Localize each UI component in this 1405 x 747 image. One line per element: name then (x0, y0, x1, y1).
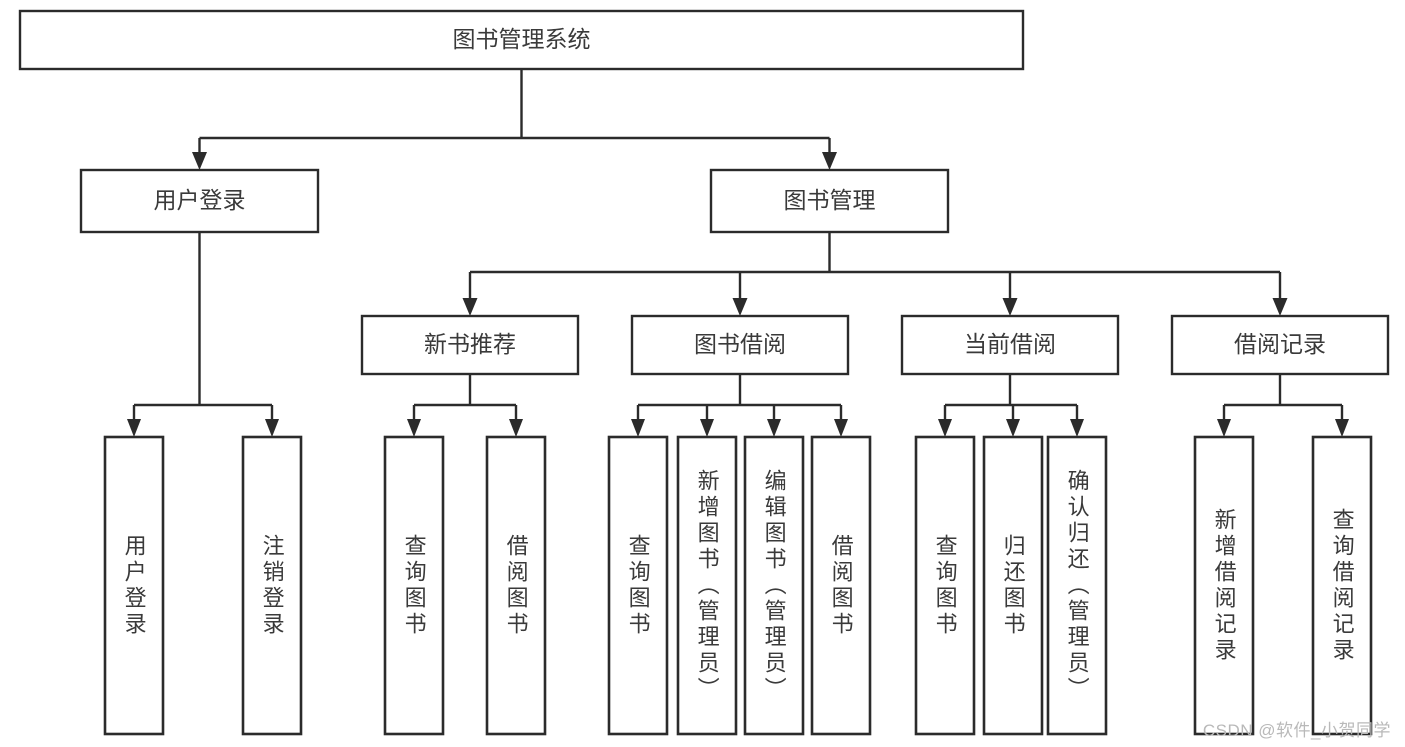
leaf-borrow-book-box[interactable] (810, 435, 872, 736)
node-leaf-user-login[interactable]: 用户登录 (103, 435, 165, 736)
leaf-query-book-borrow-text: 查询图书 (625, 533, 651, 638)
leaf-query-book-current-box[interactable] (914, 435, 976, 736)
arrowhead-user-login (192, 152, 207, 170)
node-leaf-query-book-rec[interactable]: 查询图书 (383, 435, 445, 736)
leaf-add-borrow-record-box[interactable] (1193, 435, 1255, 736)
leaf-confirm-return-admin-text: 确认归还（管理员） (1064, 468, 1090, 703)
leaf-borrow-book-text: 借阅图书 (828, 533, 854, 638)
node-leaf-add-book-admin[interactable]: 新增图书（管理员） (676, 435, 738, 736)
user-login-label: 用户登录 (154, 187, 246, 213)
leaf-confirm-return-admin-box[interactable] (1046, 435, 1108, 736)
node-leaf-edit-book-admin[interactable]: 编辑图书（管理员） (743, 435, 805, 736)
leaf-add-borrow-record-text: 新增借阅记录 (1211, 507, 1237, 664)
arrowhead-leaf-return-book (1006, 419, 1020, 437)
node-book-manage[interactable]: 图书管理 (709, 168, 950, 234)
arrowhead-book-borrow (732, 298, 748, 316)
leaf-user-login-box[interactable] (103, 435, 165, 736)
new-book-recommend-box[interactable] (360, 314, 580, 376)
book-manage-label: 图书管理 (784, 187, 876, 213)
arrowhead-current-borrow (1002, 298, 1018, 316)
arrowhead-leaf-add-borrow-record (1217, 419, 1231, 437)
borrow-record-box[interactable] (1170, 314, 1390, 376)
node-current-borrow[interactable]: 当前借阅 (900, 314, 1120, 376)
node-leaf-add-borrow-record[interactable]: 新增借阅记录 (1193, 435, 1255, 736)
leaf-edit-book-admin-text: 编辑图书（管理员） (761, 468, 787, 703)
arrowhead-new-book-recommend (462, 298, 478, 316)
node-new-book-recommend[interactable]: 新书推荐 (360, 314, 580, 376)
leaf-return-book-box[interactable] (982, 435, 1044, 736)
arrowhead-leaf-confirm-return-admin (1070, 419, 1084, 437)
book-borrow-box[interactable] (630, 314, 850, 376)
node-leaf-confirm-return-admin[interactable]: 确认归还（管理员） (1046, 435, 1108, 736)
arrowhead-book-manage (822, 152, 837, 170)
leaf-borrow-book-rec-text: 借阅图书 (503, 533, 529, 638)
leaf-user-logout-text: 注销登录 (259, 533, 285, 638)
node-leaf-user-logout[interactable]: 注销登录 (241, 435, 303, 736)
arrowhead-leaf-borrow-book-rec (509, 419, 523, 437)
current-borrow-box[interactable] (900, 314, 1120, 376)
node-leaf-query-book-current[interactable]: 查询图书 (914, 435, 976, 736)
leaf-edit-book-admin-box[interactable] (743, 435, 805, 736)
node-leaf-query-book-borrow[interactable]: 查询图书 (607, 435, 669, 736)
csdn-watermark: CSDN @软件_小贺同学 (1202, 721, 1391, 740)
node-book-borrow[interactable]: 图书借阅 (630, 314, 850, 376)
node-root[interactable]: 图书管理系统 (18, 9, 1025, 71)
borrow-record-label: 借阅记录 (1234, 331, 1326, 357)
root-label: 图书管理系统 (453, 26, 591, 52)
leaf-query-book-borrow-box[interactable] (607, 435, 669, 736)
leaf-query-borrow-record-text: 查询借阅记录 (1329, 507, 1355, 664)
node-leaf-borrow-book-rec[interactable]: 借阅图书 (485, 435, 547, 736)
arrowhead-borrow-record (1272, 298, 1288, 316)
current-borrow-label: 当前借阅 (964, 331, 1056, 357)
arrowhead-leaf-edit-book-admin (767, 419, 781, 437)
node-borrow-record[interactable]: 借阅记录 (1170, 314, 1390, 376)
arrowhead-leaf-query-borrow-record (1335, 419, 1349, 437)
arrowhead-leaf-borrow-book (834, 419, 848, 437)
leaf-query-book-rec-text: 查询图书 (401, 533, 427, 638)
new-book-recommend-label: 新书推荐 (424, 331, 516, 357)
arrowhead-leaf-query-book-current (938, 419, 952, 437)
leaf-user-logout-box[interactable] (241, 435, 303, 736)
user-login-box[interactable] (79, 168, 320, 234)
arrowhead-leaf-query-book-borrow (631, 419, 645, 437)
node-leaf-borrow-book[interactable]: 借阅图书 (810, 435, 872, 736)
leaf-add-book-admin-text: 新增图书（管理员） (694, 468, 720, 703)
leaf-user-login-text: 用户登录 (121, 533, 147, 638)
arrowhead-leaf-add-book-admin (700, 419, 714, 437)
leaf-borrow-book-rec-box[interactable] (485, 435, 547, 736)
leaf-return-book-text: 归还图书 (1000, 533, 1026, 638)
leaf-layer: 用户登录 注销登录 查询图书 借阅图书 (103, 435, 1373, 736)
node-leaf-return-book[interactable]: 归还图书 (982, 435, 1044, 736)
arrowhead-leaf-user-login (127, 419, 141, 437)
book-manage-box[interactable] (709, 168, 950, 234)
leaf-query-book-rec-box[interactable] (383, 435, 445, 736)
node-leaf-query-borrow-record[interactable]: 查询借阅记录 (1311, 435, 1373, 736)
leaf-add-book-admin-box[interactable] (676, 435, 738, 736)
leaf-query-book-current-text: 查询图书 (932, 533, 958, 638)
arrowhead-leaf-user-logout (265, 419, 279, 437)
root-box[interactable] (18, 9, 1025, 71)
leaf-query-borrow-record-box[interactable] (1311, 435, 1373, 736)
arrowhead-layer (127, 152, 1349, 437)
book-borrow-label: 图书借阅 (694, 331, 786, 357)
arrowhead-leaf-query-book-rec (407, 419, 421, 437)
node-user-login[interactable]: 用户登录 (79, 168, 320, 234)
